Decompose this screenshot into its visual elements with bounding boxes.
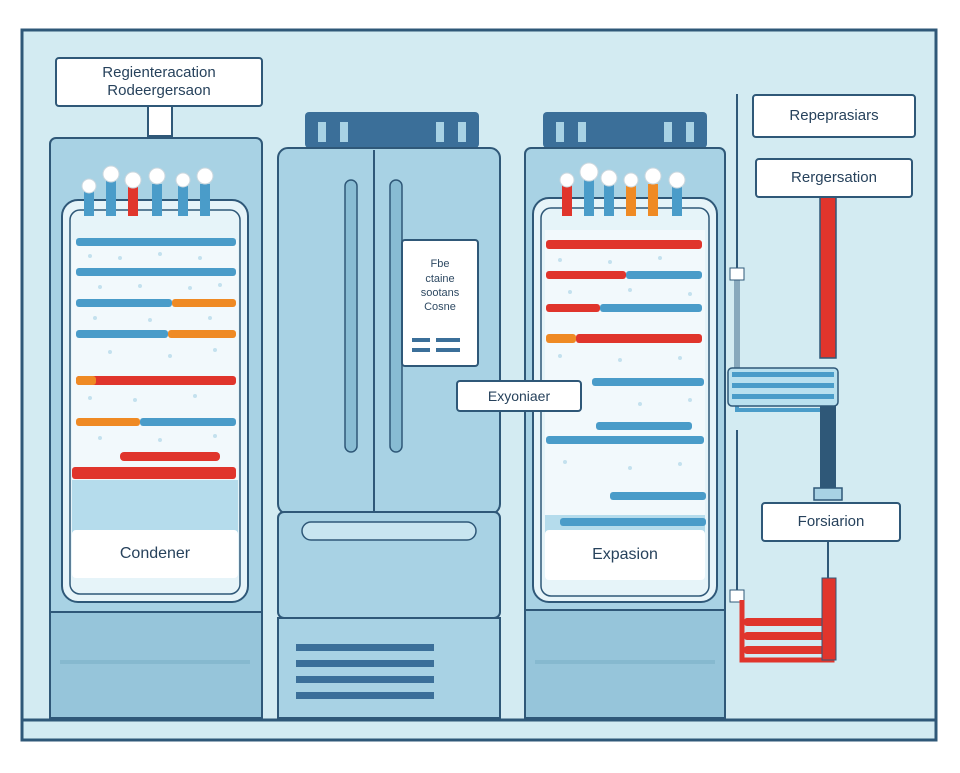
heat-exchanger-upper xyxy=(727,367,839,407)
top-left-label-line1: Regienteracation xyxy=(102,64,216,81)
hot-pipe xyxy=(819,195,837,359)
center-fridge xyxy=(277,112,501,719)
expansion-tag: Exyoniaer xyxy=(456,380,582,412)
expansion-label: Expasion xyxy=(545,530,705,580)
right-fridge-coils xyxy=(546,240,706,526)
note-line-4: Cosne xyxy=(424,301,456,314)
condenser-label: Condener xyxy=(72,530,238,578)
left-fridge-pipes xyxy=(81,165,214,216)
note-line-2: ctaine xyxy=(425,272,455,285)
info-panel xyxy=(401,239,479,367)
left-fridge-frost xyxy=(88,252,222,442)
right-piping xyxy=(727,94,843,663)
right-fridge xyxy=(524,112,726,719)
top-left-label: Regienteracation Rodeergersaon xyxy=(55,57,263,107)
center-fridge-vents xyxy=(296,644,434,699)
heat-exchanger-lower xyxy=(739,577,837,663)
label-connector xyxy=(147,105,173,137)
top-left-label-line2: Rodeergersaon xyxy=(107,82,211,99)
left-door-handle xyxy=(344,179,358,453)
left-fridge xyxy=(49,137,263,719)
right-fridge-frost xyxy=(558,256,692,470)
note-line-1: Fbe xyxy=(430,258,450,271)
top-right-label-1: Repeprasiars xyxy=(752,94,916,138)
vertical-pipe xyxy=(820,406,836,490)
right-door-handle xyxy=(389,179,403,453)
top-right-label-2: Rergersation xyxy=(755,158,913,198)
left-fridge-coils xyxy=(72,238,236,479)
info-panel-text: Fbe ctaine sootans Cosne xyxy=(404,244,476,328)
right-lower-label: Forsiarion xyxy=(761,502,901,542)
note-line-3: sootans xyxy=(420,287,460,299)
drawer-handle xyxy=(301,521,477,541)
right-fridge-pipes xyxy=(559,162,686,216)
